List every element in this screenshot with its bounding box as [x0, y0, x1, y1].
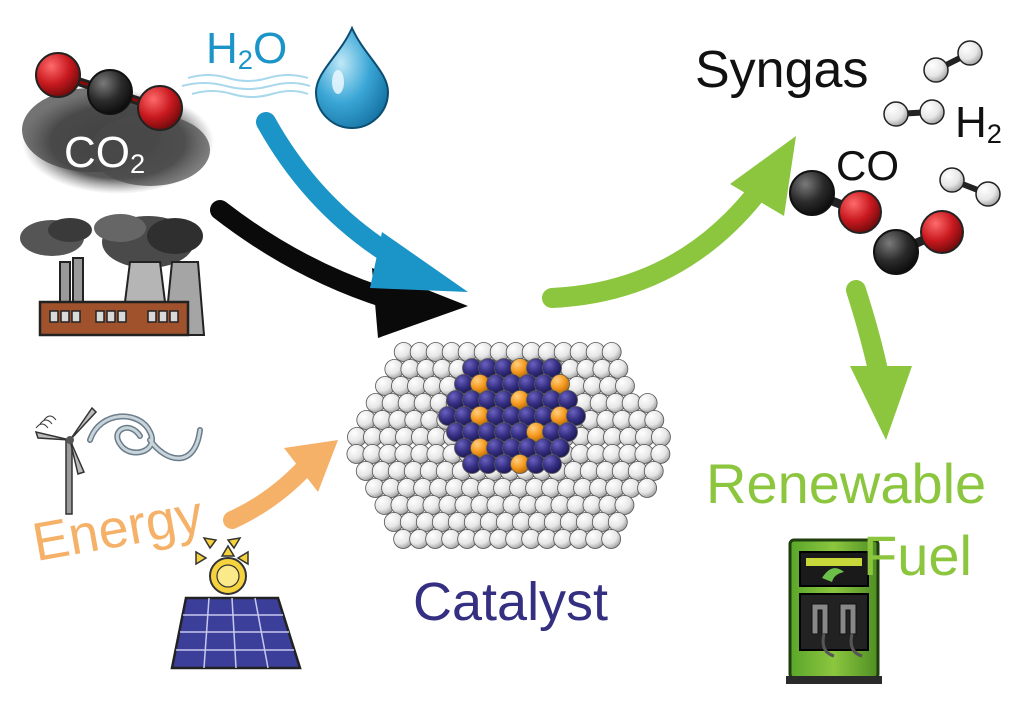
support-atom: [601, 342, 622, 362]
h2-molecule-icon: [883, 99, 945, 127]
syngas-label: Syngas: [695, 41, 869, 99]
h2o-arrow: [256, 112, 468, 292]
fuel-label: Fuel: [863, 524, 972, 587]
support-atom: [615, 376, 635, 396]
active-site-atom: [550, 374, 570, 394]
support-atom: [608, 359, 629, 379]
water-vapor-icon: [181, 74, 311, 98]
h2-molecule-icon: [939, 167, 1001, 207]
cluster-atom: [550, 438, 570, 458]
support-atom: [651, 427, 671, 447]
h2-molecule-icon: [923, 40, 983, 83]
wind-turbine-icon: [34, 406, 203, 515]
co-molecule-icon: [873, 210, 964, 275]
catalyst-nanoparticle-icon: [346, 342, 671, 549]
energy-arrow: [223, 440, 338, 529]
sun-icon: [195, 536, 249, 595]
support-atom: [637, 393, 658, 413]
support-atom: [650, 444, 671, 464]
h2-label: H2: [955, 98, 1002, 149]
cluster-atom: [542, 454, 562, 474]
cluster-atom: [542, 358, 562, 378]
co-label: CO: [836, 142, 899, 189]
co-molecule-icon: [789, 170, 882, 234]
factory-icon: [20, 214, 206, 337]
water-drop-icon: [314, 25, 390, 129]
support-atom: [607, 512, 628, 532]
cluster-atom: [558, 422, 578, 442]
support-atom: [643, 461, 664, 481]
fuel-pump-icon: [786, 538, 882, 684]
cluster-atom: [566, 406, 586, 426]
catalyst-cluster: [438, 358, 586, 474]
co2-label: CO2: [64, 128, 146, 179]
fuel-arrow: [846, 280, 912, 440]
catalyst-label: Catalyst: [413, 572, 609, 632]
cluster-atom: [558, 390, 578, 410]
co2-molecule-icon: [35, 52, 183, 131]
support-atom: [614, 495, 635, 515]
support-atom: [644, 410, 665, 430]
support-atom: [637, 478, 657, 498]
h2o-label: H2O: [206, 24, 288, 75]
support-atom: [601, 529, 622, 549]
solar-panel-icon: [170, 596, 302, 670]
renewable-label: Renewable: [706, 452, 987, 515]
syngas-arrow: [542, 136, 796, 308]
